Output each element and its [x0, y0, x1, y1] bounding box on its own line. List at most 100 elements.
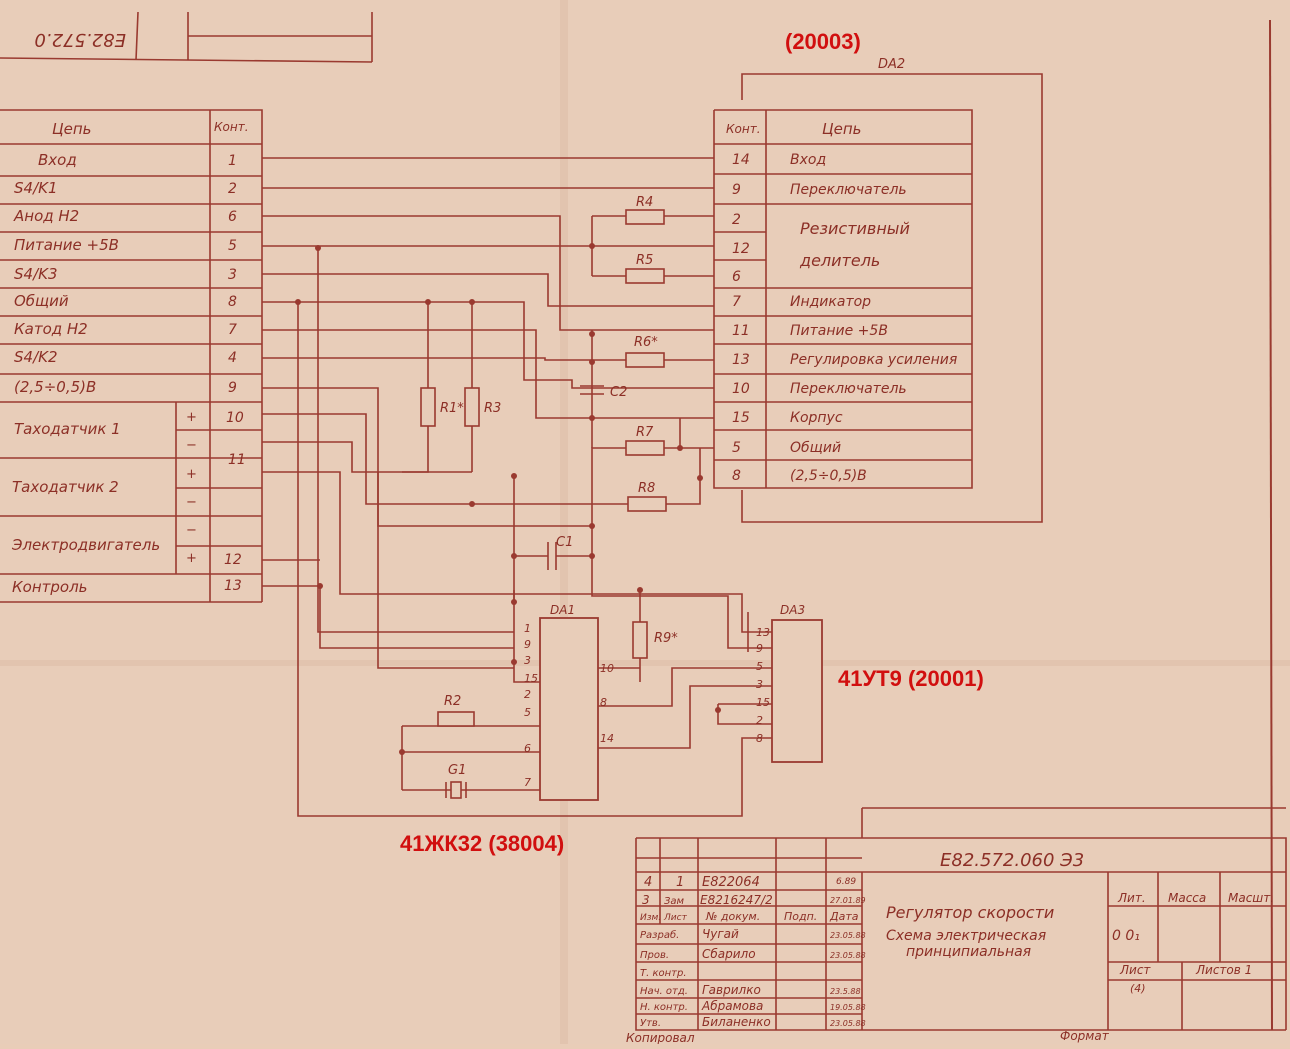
approval-name: Сбарило: [702, 947, 756, 961]
crystal-g1: [445, 782, 467, 798]
rev2-a: 3: [642, 893, 650, 907]
sheet-border: [1269, 19, 1273, 1031]
da2-code-callout: (20003): [785, 29, 861, 54]
approval-role: Нач. отд.: [640, 986, 688, 997]
da2-row-contact: 2: [732, 212, 741, 228]
lit-label: Лит.: [1117, 891, 1146, 905]
da1-pin-left: 6: [524, 742, 531, 755]
da2-title: DA2: [878, 57, 905, 72]
scale-label: Масшт.: [1228, 891, 1274, 905]
da2-row-name: Индикатор: [790, 294, 871, 310]
da1-code-callout: 41ЖК32 (38004): [400, 831, 564, 856]
components: R4 R5 R6* C2 R7 R8 R1* R3 C1 R9* R2 G1: [420, 195, 678, 799]
da2-col-chain: Цепь: [822, 120, 862, 138]
da2-row-name: (2,5÷0,5)В: [790, 468, 867, 484]
left-col-chain: Цепь: [52, 120, 92, 138]
left-row-contact: 3: [228, 267, 237, 283]
da1-pin-left: 5: [524, 706, 531, 719]
capacitor-c1: [520, 542, 592, 570]
left-row-name: Анод Н2: [13, 207, 79, 225]
group-minus-tacho1: −: [186, 438, 197, 453]
da3-code-callout: 41УТ9 (20001): [838, 666, 984, 691]
divider-line2: делитель: [799, 251, 880, 270]
top-stamp: E82.572.0: [0, 11, 373, 63]
rev1-date: 6.89: [836, 877, 856, 887]
group-plus-tacho2: +: [186, 467, 197, 482]
da1-pin-left: 1: [524, 622, 531, 635]
da2-row-contact: 12: [732, 241, 750, 257]
da2-row-contact: 7: [732, 294, 741, 310]
da2-row-contact: 5: [732, 440, 741, 456]
designation: Е82.572.060 Э3: [940, 850, 1084, 871]
approval-role: Разраб.: [640, 929, 679, 941]
left-row-contact: 5: [228, 238, 237, 254]
sheets-label: Листов 1: [1195, 963, 1252, 977]
da2-row-contact: 8: [732, 468, 741, 484]
label-r6: R6*: [634, 335, 658, 350]
resistor-r6: [625, 352, 665, 368]
rev1-a: 4: [644, 875, 652, 890]
hdr-doc: № докум.: [705, 910, 760, 923]
da1-pin-left: 3: [524, 654, 531, 667]
da2-row-contact: 11: [732, 323, 750, 339]
label-r8: R8: [638, 481, 655, 496]
title-line3: принципиальная: [906, 944, 1031, 960]
rev2-doc: Е8216247/2: [700, 893, 773, 907]
copied-label: Копировал: [626, 1031, 695, 1044]
da2-row-name: Регулировка усиления: [790, 352, 957, 368]
da2-row-name: Вход: [790, 152, 826, 168]
label-r3: R3: [484, 401, 501, 416]
contact-13: 13: [224, 578, 242, 594]
da2-col-contact: Конт.: [726, 122, 761, 136]
da3-label: DA3: [780, 603, 805, 617]
doc-code-top: E82.572.0: [34, 29, 126, 50]
title-line2: Схема электрическая: [886, 928, 1046, 944]
da2-connector-table: DA2 Конт. Цепь Резистивный делитель 14 Вх…: [713, 57, 1043, 523]
resistor-r7: [625, 440, 665, 456]
group-minus-tacho2: −: [186, 495, 197, 510]
left-row-name: Вход: [38, 151, 77, 169]
da3-pin: 8: [756, 732, 763, 745]
row-name-control: Контроль: [12, 578, 88, 596]
left-col-contact: Конт.: [214, 120, 249, 134]
da2-row-contact: 13: [732, 352, 750, 368]
da3-pin: 13: [756, 626, 770, 639]
label-r4: R4: [636, 195, 653, 210]
da1-pin-left: 9: [524, 638, 531, 651]
resistor-r2: [437, 711, 475, 727]
approval-name: Чугай: [702, 927, 739, 941]
approval-name: Биланенко: [702, 1015, 771, 1029]
da1-pin-right: 8: [600, 696, 607, 709]
da2-row-name: Общий: [790, 440, 841, 456]
hdr-date: Дата: [829, 910, 859, 923]
da2-row-contact: 6: [732, 269, 741, 285]
da2-row-contact: 14: [732, 152, 750, 168]
left-row-contact: 9: [228, 380, 237, 396]
group-plus-tacho1: +: [186, 410, 197, 425]
da2-row-name: Переключатель: [790, 381, 907, 397]
contact-10: 10: [226, 410, 244, 426]
left-row-name: Катод Н2: [14, 320, 88, 338]
rev1-doc: Е822064: [702, 875, 760, 890]
label-r2: R2: [444, 694, 461, 709]
resistor-r9: [632, 621, 648, 659]
resistor-r8: [627, 496, 667, 512]
approval-date: 23.5.88: [830, 987, 861, 996]
rev1-b: 1: [676, 875, 684, 890]
group-name-motor: Электродвигатель: [11, 536, 160, 554]
approval-role: Т. контр.: [640, 968, 687, 979]
divider-line1: Резистивный: [800, 219, 910, 238]
hdr-sign: Подп.: [784, 910, 817, 923]
label-r9: R9*: [654, 631, 678, 646]
contact-11: 11: [228, 452, 246, 468]
left-row-contact: 7: [228, 322, 237, 338]
da2-row-contact: 9: [732, 182, 741, 198]
approval-role: Утв.: [640, 1018, 661, 1029]
